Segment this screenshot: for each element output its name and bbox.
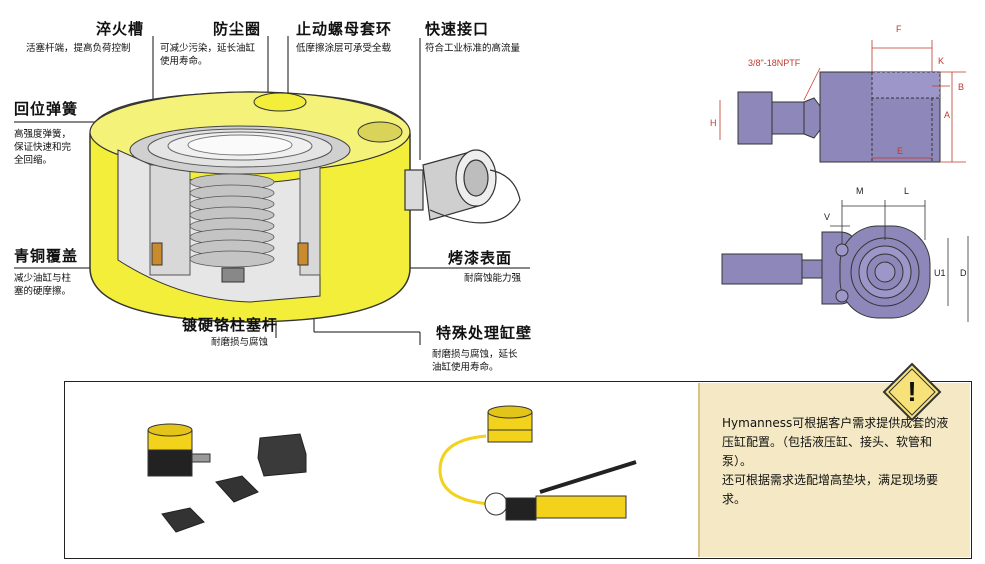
- note-line-2: 还可根据需求选配增高垫块，满足现场要求。: [722, 473, 939, 506]
- quick-coupler-title: 快速接口: [425, 20, 490, 38]
- dim-label-L: L: [904, 186, 909, 196]
- dim-label-M: M: [856, 186, 864, 196]
- paint-surface-title: 烤漆表面: [448, 249, 513, 267]
- bronze-cover-title: 青铜覆盖: [14, 247, 79, 265]
- chrome-rod-desc: 耐磨损与腐蚀: [211, 337, 269, 348]
- cylinder-and-spacers-image: [147, 423, 307, 533]
- dim-label-B: B: [958, 82, 964, 92]
- warning-symbol: !: [907, 376, 916, 407]
- dim-label-K: K: [938, 56, 944, 66]
- pump-kit-image: [438, 405, 637, 521]
- dim-label-D: D: [960, 268, 967, 278]
- note-text: Hymanness可根据客户需求提供成套的液压缸配置。（包括液压缸、接头、软管和…: [722, 414, 950, 509]
- quench-slot-title: 淬火槽: [96, 20, 145, 38]
- dim-label-V: V: [824, 212, 830, 222]
- note-line-1: Hymanness可根据客户需求提供成套的液压缸配置。（包括液压缸、接头、软管和…: [722, 416, 949, 468]
- stop-nut-desc: 低摩擦涂层可承受全载: [296, 43, 392, 54]
- chrome-rod-title: 镀硬铬柱塞杆: [182, 316, 279, 334]
- dim-label-A: A: [944, 110, 950, 120]
- wall-desc: 耐磨损与腐蚀，延长 油缸使用寿命。: [432, 349, 518, 373]
- side-view-drawing: [737, 71, 941, 163]
- quick-coupler-desc: 符合工业标准的高流量: [425, 43, 521, 54]
- dim-label-F: F: [896, 24, 902, 34]
- paint-surface-desc: 耐腐蚀能力强: [464, 273, 522, 284]
- cylinder-cutaway-diagram: [14, 36, 530, 345]
- bronze-cover-desc: 减少油缸与柱 塞的硬摩擦。: [14, 273, 72, 297]
- note-panel: [698, 383, 970, 557]
- return-spring-desc: 高强度弹簧， 保证快速和完 全回缩。: [14, 129, 72, 166]
- dim-label-H: H: [710, 118, 717, 128]
- thread-label: 3/8"-18NPTF: [748, 58, 801, 68]
- dust-ring-desc: 可减少污染，延长油缸 使用寿命。: [160, 43, 256, 67]
- warning-icon: !: [882, 362, 942, 422]
- dimension-drawings: F K B A E H 3/8"-18NPTF M L V U1 D: [710, 24, 969, 322]
- return-spring-title: 回位弹簧: [14, 100, 79, 118]
- dust-ring-title: 防尘圈: [213, 20, 262, 38]
- dim-label-E: E: [897, 146, 903, 156]
- quench-slot-desc: 活塞杆端，提高负荷控制: [26, 43, 131, 54]
- stop-nut-title: 止动螺母套环: [296, 20, 393, 38]
- wall-title: 特殊处理缸壁: [436, 324, 533, 342]
- dim-label-U1: U1: [934, 268, 946, 278]
- top-view-drawing: [721, 225, 931, 319]
